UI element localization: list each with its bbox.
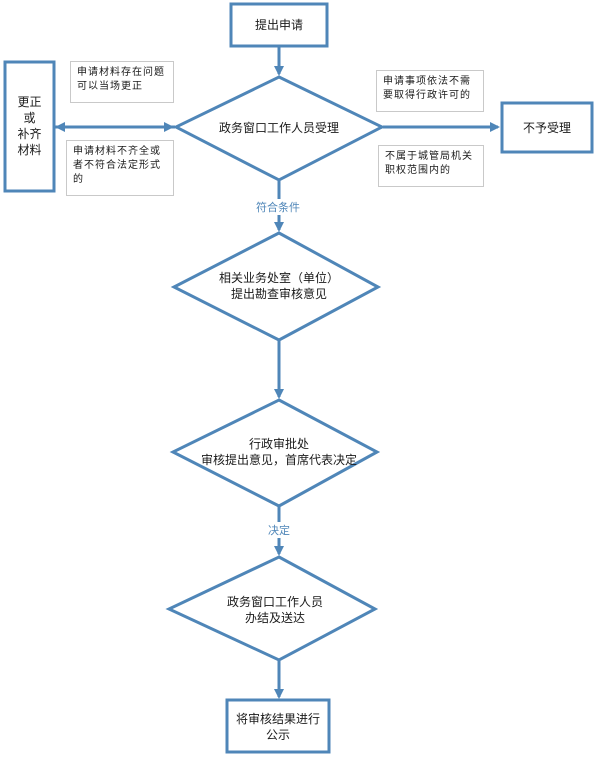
approve-diamond <box>169 398 381 508</box>
accept-label: 政务窗口工作人员受理 <box>218 121 339 135</box>
note-not-in-scope: 不属于城管局机关 职权范围内的 <box>378 145 484 187</box>
review-label: 相关业务处室（单位） 提出勘查审核意见 <box>218 271 339 301</box>
correct-label: 更正 或 补齐 材料 <box>17 95 42 157</box>
note-incomplete: 申请材料不齐全或 者不符合法定形式 的 <box>66 140 174 196</box>
reject-box <box>500 101 594 154</box>
note-no-permit-needed: 申请事项依法不需 要取得行政许可的 <box>376 70 484 112</box>
review-diamond <box>170 231 382 342</box>
deliver-label: 政务窗口工作人员 办结及送达 <box>226 595 323 625</box>
publish-label: 将审核结果进行 公示 <box>235 712 320 742</box>
approve-label: 行政审批处 审核提出意见，首席代表决定 <box>200 437 357 467</box>
note-correct-on-site: 申请材料存在问题 可以当场更正 <box>70 61 174 103</box>
deliver-diamond <box>165 555 379 662</box>
apply-label: 提出申请 <box>254 18 303 32</box>
apply-box <box>229 2 329 48</box>
correct-box <box>3 60 56 193</box>
edge-label-meets: 符合条件 <box>254 199 302 215</box>
edge-label-decide: 决定 <box>266 522 292 538</box>
publish-box <box>225 698 331 754</box>
accept-diamond <box>172 75 386 182</box>
reject-label: 不予受理 <box>522 121 571 135</box>
